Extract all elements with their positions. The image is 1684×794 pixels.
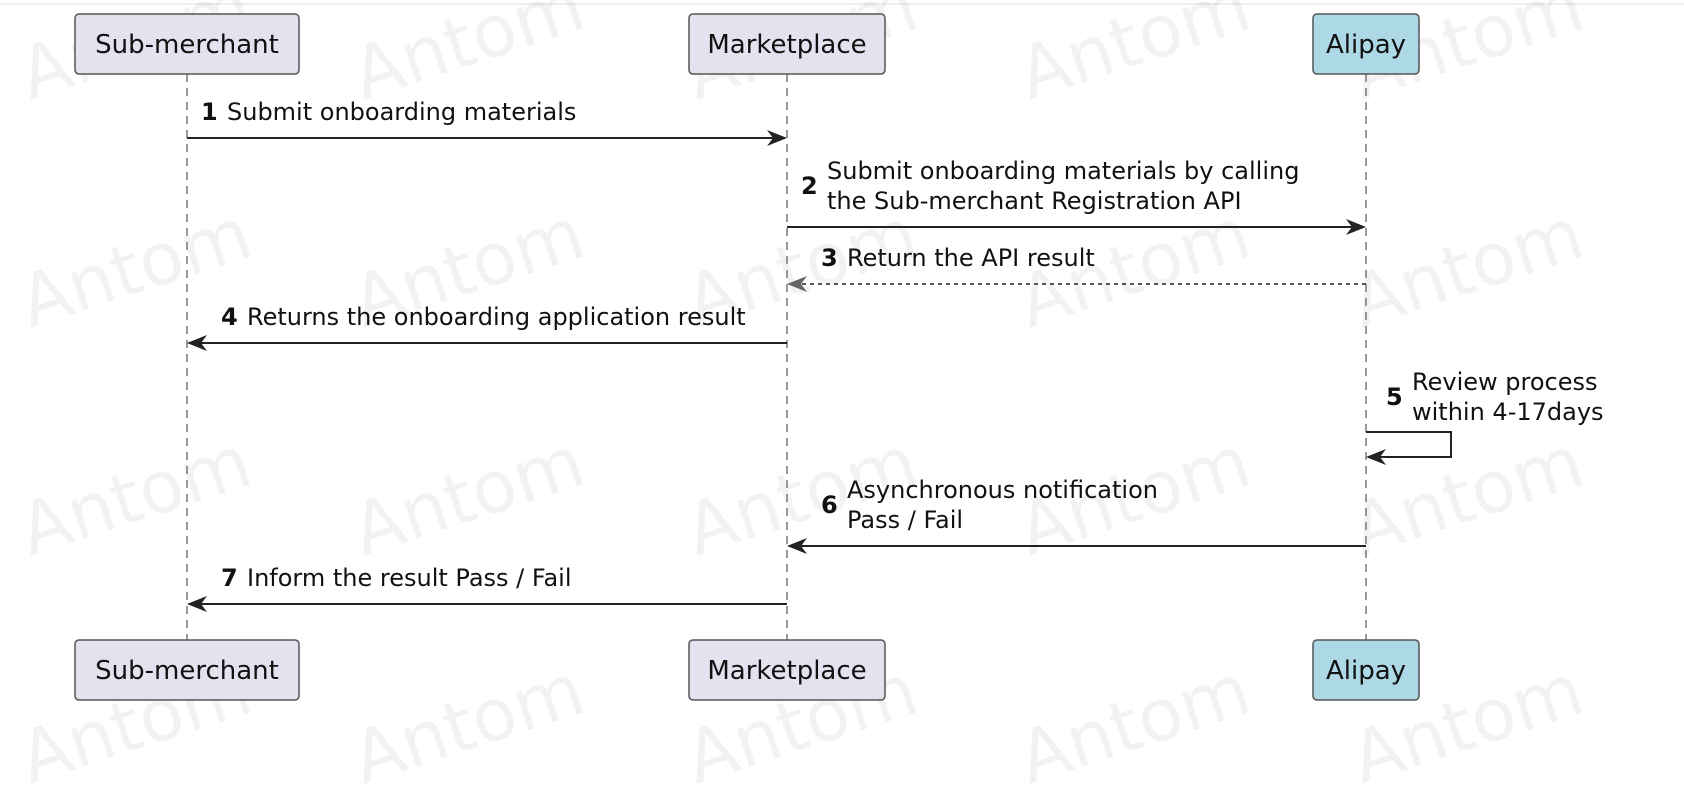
participant-box	[1312, 639, 1420, 701]
message-label: Review process	[1412, 368, 1597, 396]
watermark-text: Antom	[1674, 647, 1684, 794]
message-number: 5	[1386, 383, 1403, 411]
participant-label: Alipay	[1326, 656, 1406, 686]
participant-label: Marketplace	[707, 656, 866, 686]
messages: 1 Submit onboarding materials 2 Submit onbo…	[187, 98, 1604, 612]
participant-box	[688, 13, 886, 75]
participant-sub-top: Sub-merchant	[74, 13, 300, 75]
message-number: 2	[801, 172, 818, 200]
watermark-text: Antom	[9, 419, 261, 572]
watermark-text: Antom	[1008, 0, 1260, 116]
message-label: Returns the onboarding application resul…	[247, 303, 746, 331]
message-label: Submit onboarding materials	[227, 98, 576, 126]
message-number: 1	[201, 98, 218, 126]
message-7: 7 Inform the result Pass / Fail	[187, 564, 787, 612]
participant-label: Alipay	[1326, 30, 1406, 60]
message-3: 3 Return the API result	[787, 244, 1366, 292]
message-1: 1 Submit onboarding materials	[187, 98, 787, 146]
participant-mkt-bottom: Marketplace	[688, 639, 886, 701]
participant-box	[1312, 13, 1420, 75]
message-number: 4	[221, 303, 238, 331]
lifelines	[186, 74, 1367, 640]
watermark-text: Antom	[1008, 647, 1260, 794]
message-label: Inform the result Pass / Fail	[247, 564, 572, 592]
message-4: 4 Returns the onboarding application resu…	[187, 303, 787, 351]
message-label: Pass / Fail	[847, 506, 963, 534]
watermark-text: Antom	[342, 647, 594, 794]
watermark-text: Antom	[1341, 191, 1593, 344]
participant-box	[74, 13, 300, 75]
message-label: Return the API result	[847, 244, 1095, 272]
message-number: 7	[221, 564, 238, 592]
message-label: within 4-17days	[1412, 398, 1604, 426]
participants: Sub-merchantSub-merchantMarketplaceMarke…	[74, 13, 1420, 701]
self-arrow	[1366, 431, 1452, 465]
participant-sub-bottom: Sub-merchant	[74, 639, 300, 701]
message-label: Submit onboarding materials by calling	[827, 157, 1299, 185]
participant-box	[74, 639, 300, 701]
message-label: the Sub-merchant Registration API	[827, 187, 1242, 215]
participant-label: Sub-merchant	[95, 656, 279, 686]
message-number: 6	[821, 491, 838, 519]
message-label: Asynchronous notification	[847, 476, 1158, 504]
participant-label: Sub-merchant	[95, 30, 279, 60]
watermark-text: Antom	[1341, 419, 1593, 572]
participant-ali-bottom: Alipay	[1312, 639, 1420, 701]
watermark-text: Antom	[1674, 419, 1684, 572]
message-number: 3	[821, 244, 838, 272]
watermark-text: Antom	[1674, 191, 1684, 344]
participant-label: Marketplace	[707, 30, 866, 60]
top-rule	[0, 0, 1684, 5]
watermark-text: Antom	[342, 419, 594, 572]
participant-box	[688, 639, 886, 701]
watermark-text: Antom	[1674, 0, 1684, 116]
participant-ali-top: Alipay	[1312, 13, 1420, 75]
participant-mkt-top: Marketplace	[688, 13, 886, 75]
